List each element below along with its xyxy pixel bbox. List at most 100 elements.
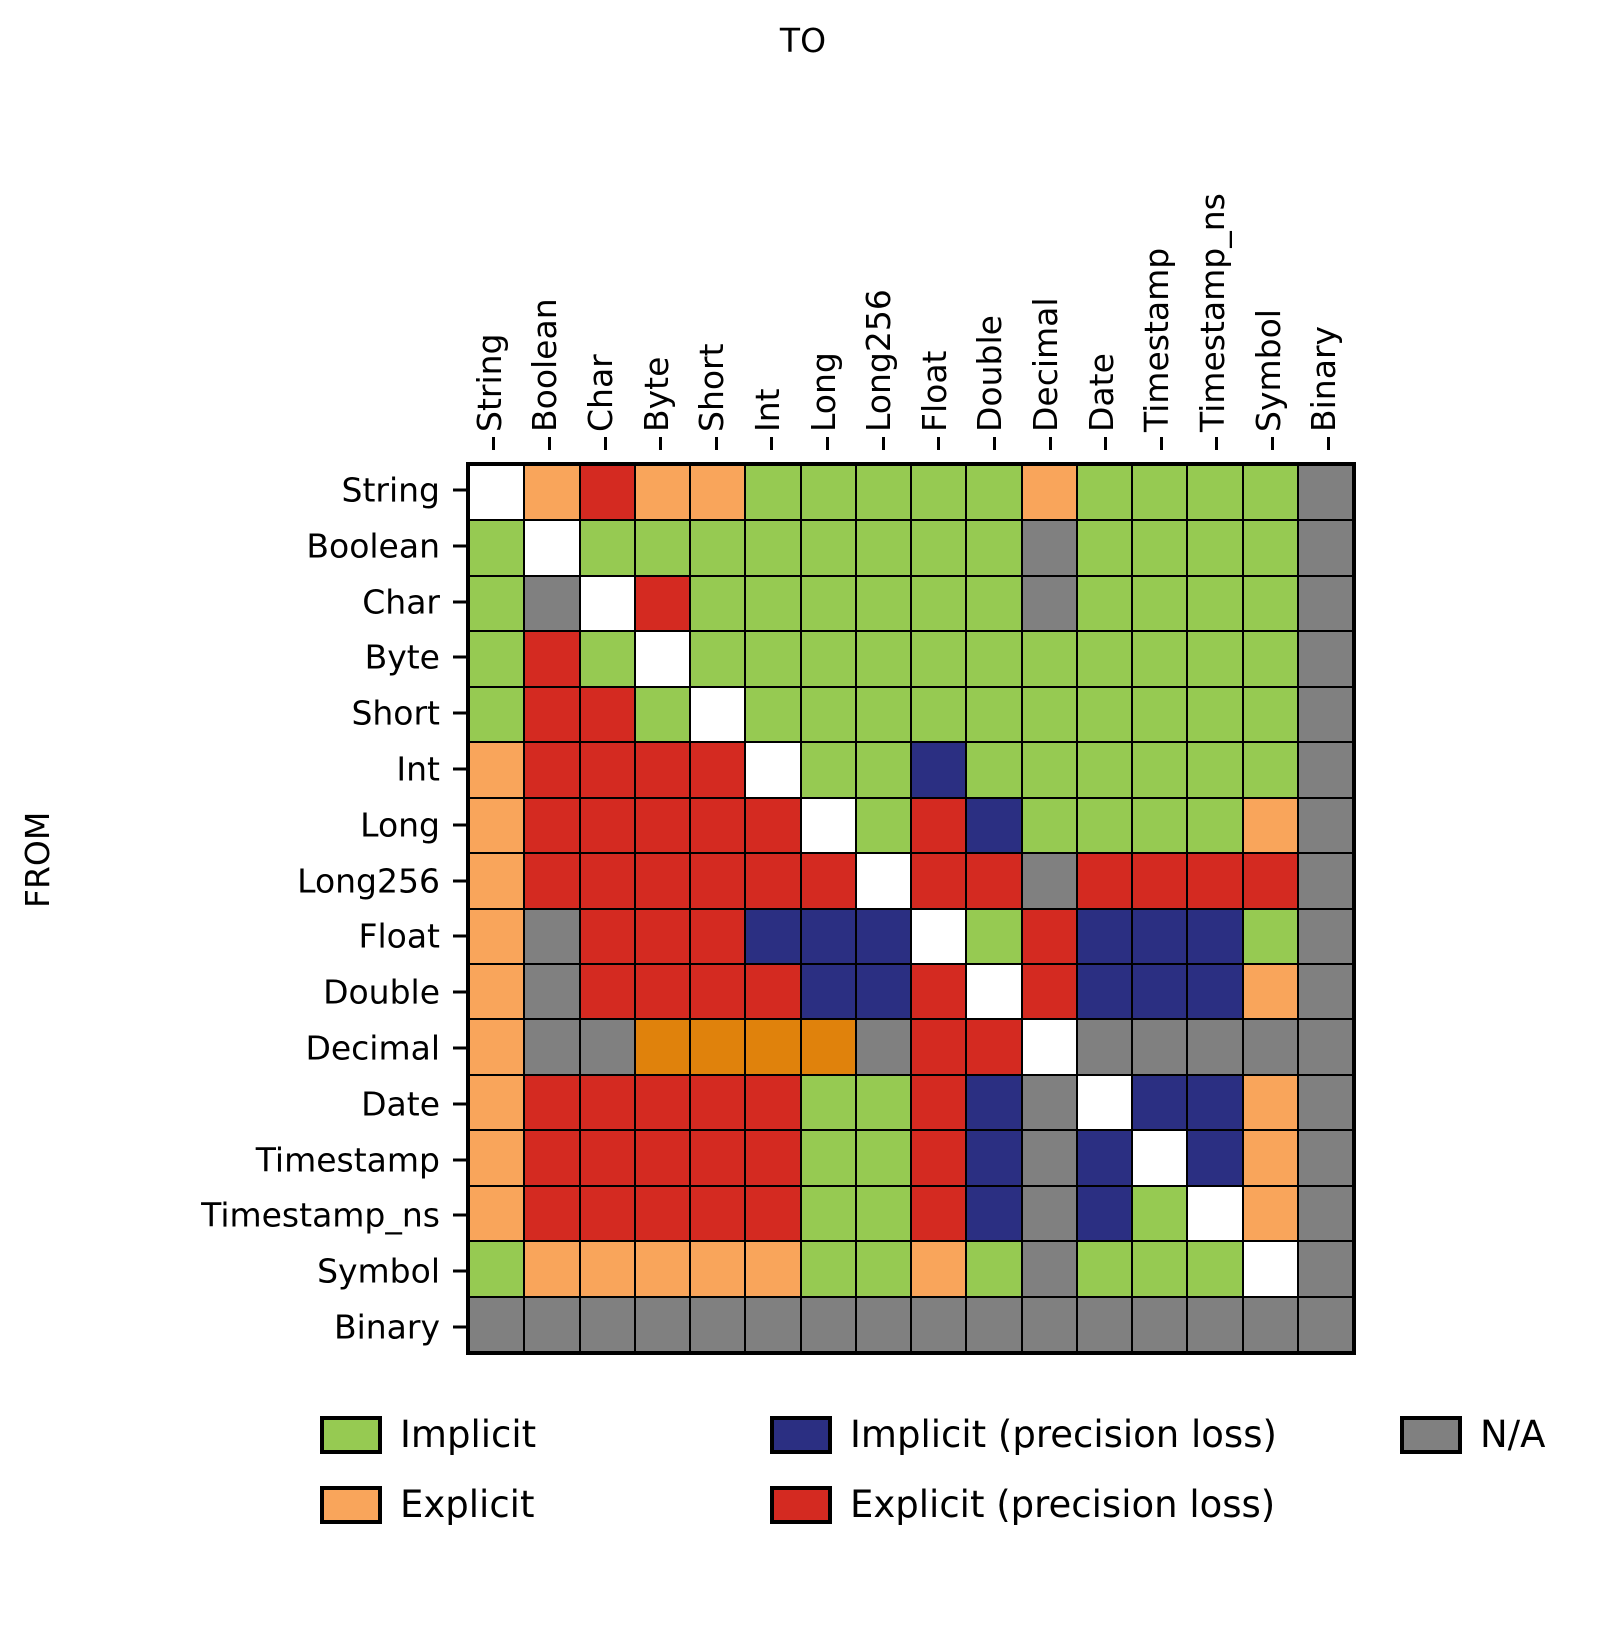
heatmap-cell: [1187, 1185, 1243, 1242]
heatmap-cell: [1132, 631, 1188, 687]
column-label-byte: Byte: [636, 356, 676, 432]
column-tick: [826, 437, 830, 450]
heatmap-cell: [1297, 1074, 1353, 1131]
heatmap-cell: [1242, 1074, 1298, 1131]
heatmap-cell: [1076, 908, 1132, 964]
heatmap-cell: [745, 963, 801, 1020]
heatmap-cell: [1187, 797, 1243, 854]
heatmap-cell: [1297, 1185, 1353, 1242]
heatmap-cell: [855, 575, 911, 632]
heatmap-cell: [800, 575, 856, 632]
heatmap-cell: [1187, 1241, 1243, 1297]
heatmap-cell: [800, 1296, 856, 1352]
heatmap-cell: [469, 742, 525, 798]
heatmap-cell: [690, 465, 746, 521]
heatmap-cell: [1021, 686, 1077, 743]
heatmap-cell: [634, 908, 690, 964]
heatmap-cell: [855, 1241, 911, 1297]
heatmap-cell: [745, 1241, 801, 1297]
heatmap-cell: [634, 1296, 690, 1352]
legend-swatch: [770, 1486, 832, 1524]
heatmap-cell: [1132, 908, 1188, 964]
heatmap-cell: [469, 1241, 525, 1297]
heatmap-cell: [1076, 520, 1132, 576]
heatmap-cell: [745, 465, 801, 521]
heatmap-cell: [634, 1185, 690, 1242]
heatmap-cell: [634, 1019, 690, 1075]
heatmap-cell: [1187, 1074, 1243, 1131]
heatmap-cell: [1021, 1296, 1077, 1352]
heatmap-cell: [1021, 742, 1077, 798]
heatmap-cell: [1076, 742, 1132, 798]
heatmap-cell: [800, 1019, 856, 1075]
heatmap-cell: [469, 908, 525, 964]
heatmap-cell: [800, 908, 856, 964]
heatmap-cell: [800, 1074, 856, 1131]
row-tick: [453, 544, 466, 548]
heatmap-cell: [469, 1296, 525, 1352]
heatmap-cell: [524, 797, 580, 854]
heatmap-cell: [855, 465, 911, 521]
row-label-symbol: Symbol: [317, 1251, 440, 1291]
heatmap-cell: [745, 631, 801, 687]
heatmap-cell: [1297, 1296, 1353, 1352]
heatmap-cell: [1076, 631, 1132, 687]
heatmap-cell: [1076, 963, 1132, 1020]
heatmap-cell: [745, 797, 801, 854]
legend-label: Explicit: [400, 1483, 535, 1526]
heatmap-cell: [911, 1296, 967, 1352]
heatmap-cell: [966, 853, 1022, 909]
heatmap-cell: [1297, 631, 1353, 687]
heatmap-cell: [855, 908, 911, 964]
legend-item: N/A: [1400, 1416, 1545, 1454]
heatmap-cell: [1076, 1130, 1132, 1186]
heatmap-cell: [690, 963, 746, 1020]
heatmap-cell: [524, 1130, 580, 1186]
heatmap-cell: [1021, 575, 1077, 632]
legend-item: Explicit: [320, 1486, 534, 1524]
heatmap-cell: [966, 742, 1022, 798]
heatmap-cell: [524, 963, 580, 1020]
heatmap-cell: [855, 1296, 911, 1352]
heatmap-cell: [1132, 1185, 1188, 1242]
heatmap-cell: [1076, 465, 1132, 521]
heatmap-cell: [469, 465, 525, 521]
heatmap-cell: [1021, 963, 1077, 1020]
heatmap-cell: [1021, 908, 1077, 964]
column-tick: [770, 437, 774, 450]
heatmap-cell: [966, 908, 1022, 964]
heatmap-cell: [1297, 908, 1353, 964]
top-axis-title: TO: [779, 21, 827, 60]
heatmap-cell: [1187, 1019, 1243, 1075]
legend-label: N/A: [1480, 1413, 1546, 1456]
row-label-long: Long: [360, 805, 440, 845]
column-label-long256: Long256: [859, 289, 899, 432]
heatmap-cell: [800, 1241, 856, 1297]
heatmap-cell: [469, 963, 525, 1020]
heatmap-cell: [634, 686, 690, 743]
heatmap-cell: [579, 575, 635, 632]
heatmap-cell: [690, 908, 746, 964]
heatmap-cell: [1187, 575, 1243, 632]
heatmap-cell: [524, 631, 580, 687]
heatmap-cell: [579, 465, 635, 521]
heatmap-cell: [1076, 1074, 1132, 1131]
heatmap-cell: [579, 1241, 635, 1297]
heatmap-cell: [579, 908, 635, 964]
heatmap-cell: [1297, 465, 1353, 521]
column-label-int: Int: [747, 388, 787, 432]
row-tick: [453, 600, 466, 604]
heatmap-cell: [966, 963, 1022, 1020]
heatmap-cell: [524, 1019, 580, 1075]
heatmap-cell: [1187, 742, 1243, 798]
heatmap-cell: [1132, 520, 1188, 576]
heatmap-cell: [1242, 1185, 1298, 1242]
heatmap-cell: [469, 1074, 525, 1131]
heatmap-cell: [1132, 575, 1188, 632]
heatmap-cell: [634, 465, 690, 521]
heatmap-cell: [1021, 631, 1077, 687]
heatmap-cell: [1187, 963, 1243, 1020]
